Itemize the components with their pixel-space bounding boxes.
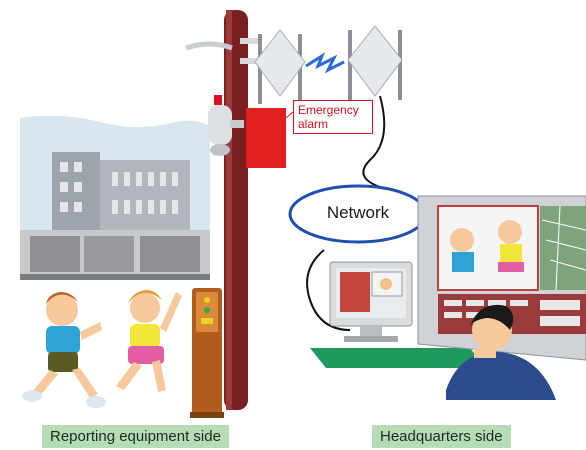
reporting-equipment-side-caption: Reporting equipment side <box>42 425 229 448</box>
emergency-alarm-label-line1: Emergency <box>298 103 359 117</box>
emergency-alarm-label: Emergency alarm <box>293 100 373 134</box>
network-label: Network <box>326 203 390 222</box>
security-camera <box>208 95 244 156</box>
network-cable <box>362 95 391 191</box>
reporting-post <box>190 288 224 418</box>
monitor-large <box>417 195 586 361</box>
operator-illustration <box>446 304 556 400</box>
buildings-illustration <box>20 115 210 280</box>
headquarters-side-caption: Headquarters side <box>372 425 511 448</box>
emergency-alarm-box <box>246 108 286 168</box>
emergency-alarm-label-line2: alarm <box>298 117 329 131</box>
desk-illustration <box>310 348 486 368</box>
monitor-small <box>329 261 413 342</box>
running-children-illustration <box>22 290 182 408</box>
antenna-left <box>254 29 306 104</box>
alarm-callout-line <box>285 111 294 119</box>
antenna-right <box>347 25 403 100</box>
wireless-signal-icon <box>305 52 345 74</box>
